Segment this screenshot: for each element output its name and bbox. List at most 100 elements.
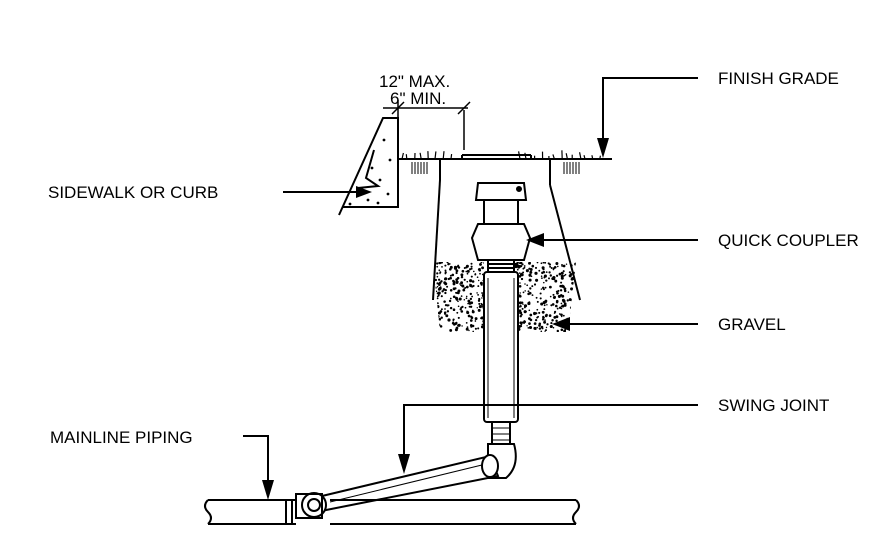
- gravel-speck: [562, 299, 565, 302]
- gravel-speck: [450, 289, 453, 292]
- gravel-speck: [432, 305, 434, 307]
- grass-blade: [451, 154, 452, 159]
- gravel-speck: [571, 282, 574, 285]
- gravel-speck: [531, 285, 533, 287]
- gravel-speck: [473, 271, 475, 273]
- gravel-speck: [574, 294, 575, 295]
- gravel-speck: [537, 262, 539, 264]
- gravel-speck: [458, 289, 461, 292]
- gravel-speck: [519, 295, 522, 298]
- gravel-speck: [461, 306, 463, 308]
- gravel-speck: [466, 281, 468, 283]
- gravel-speck: [529, 314, 532, 317]
- gravel-speck: [563, 315, 565, 317]
- gravel-speck: [456, 322, 458, 324]
- gravel-speck: [466, 311, 469, 314]
- gravel-speck: [472, 280, 475, 283]
- gravel-speck: [455, 272, 457, 274]
- gravel-speck: [570, 264, 573, 267]
- gravel-speck: [439, 318, 442, 321]
- gravel-speck: [470, 293, 472, 295]
- gravel-speck: [570, 328, 572, 330]
- gravel-speck: [537, 301, 539, 303]
- gravel-speck: [443, 300, 446, 303]
- gravel-speck: [541, 288, 542, 289]
- gravel-speck: [475, 317, 478, 320]
- gravel-speck: [544, 304, 546, 306]
- gravel-speck: [553, 296, 556, 299]
- gravel-speck: [561, 329, 563, 331]
- gravel-speck: [519, 311, 522, 314]
- gravel-speck: [458, 305, 460, 307]
- gravel-speck: [561, 305, 564, 308]
- gravel-speck: [453, 287, 456, 290]
- gravel-speck: [524, 304, 527, 307]
- gravel-speck: [470, 324, 473, 327]
- gravel-speck: [526, 269, 529, 272]
- gravel-speck: [524, 265, 526, 267]
- gravel-speck: [551, 267, 553, 269]
- gravel-speck: [522, 272, 524, 274]
- gravel-speck: [543, 262, 545, 264]
- gravel-speck: [528, 268, 530, 270]
- gravel-speck: [453, 308, 456, 311]
- gravel-speck: [478, 303, 480, 305]
- gravel-speck: [546, 323, 548, 325]
- gravel-speck: [453, 282, 456, 285]
- gravel-speck: [445, 270, 447, 272]
- gravel-speck: [555, 305, 558, 308]
- gravel-speck: [477, 327, 479, 329]
- gravel-speck: [549, 286, 552, 289]
- gravel-speck: [534, 272, 537, 275]
- gravel-speck: [521, 263, 523, 265]
- gravel-speck: [468, 315, 471, 318]
- gravel-speck: [541, 262, 543, 264]
- gravel-speck: [444, 289, 445, 290]
- gravel-speck: [529, 271, 532, 274]
- gravel-speck: [550, 304, 552, 306]
- gravel-speck: [466, 297, 468, 299]
- gravel-speck: [554, 311, 556, 313]
- gravel-speck: [574, 306, 577, 309]
- gravel-speck: [456, 327, 459, 330]
- gravel-speck: [481, 303, 483, 305]
- gravel-speck: [437, 296, 438, 297]
- gravel-speck: [544, 319, 546, 321]
- gravel-speck: [570, 312, 573, 315]
- gravel-speck: [459, 283, 460, 284]
- gravel-speck: [437, 315, 440, 318]
- gravel-speck: [471, 286, 473, 288]
- gravel-speck: [471, 296, 473, 298]
- gravel-speck: [557, 266, 559, 268]
- gravel-speck: [436, 266, 438, 268]
- gravel-speck: [529, 287, 531, 289]
- gravel-speck: [519, 321, 522, 324]
- gravel-speck: [523, 320, 526, 323]
- gravel-speck: [457, 281, 458, 282]
- gravel-speck: [436, 326, 438, 328]
- gravel-speck: [437, 297, 439, 299]
- gravel-speck: [478, 269, 481, 272]
- gravel-speck: [535, 319, 537, 321]
- gravel-speck: [434, 287, 436, 289]
- label-mainline-piping: MAINLINE PIPING: [50, 428, 193, 447]
- gravel-speck: [466, 265, 469, 268]
- gravel-speck: [468, 330, 469, 331]
- mainline-pipe: [205, 500, 579, 524]
- gravel-speck: [525, 311, 527, 313]
- gravel-speck: [556, 275, 558, 277]
- gravel-speck: [561, 303, 563, 305]
- gravel-speck: [539, 324, 540, 325]
- gravel-speck: [549, 266, 551, 268]
- gravel-speck: [432, 314, 434, 316]
- gravel-speck: [557, 308, 559, 310]
- grass-blade: [580, 152, 581, 159]
- gravel-speck: [519, 301, 522, 304]
- gravel-speck: [521, 278, 523, 280]
- gravel-speck: [521, 273, 524, 276]
- gravel-speck: [432, 329, 435, 332]
- gravel-speck: [469, 284, 470, 285]
- label-gravel: GRAVEL: [718, 315, 786, 334]
- gravel-speck: [437, 292, 439, 294]
- gravel-speck: [557, 330, 559, 332]
